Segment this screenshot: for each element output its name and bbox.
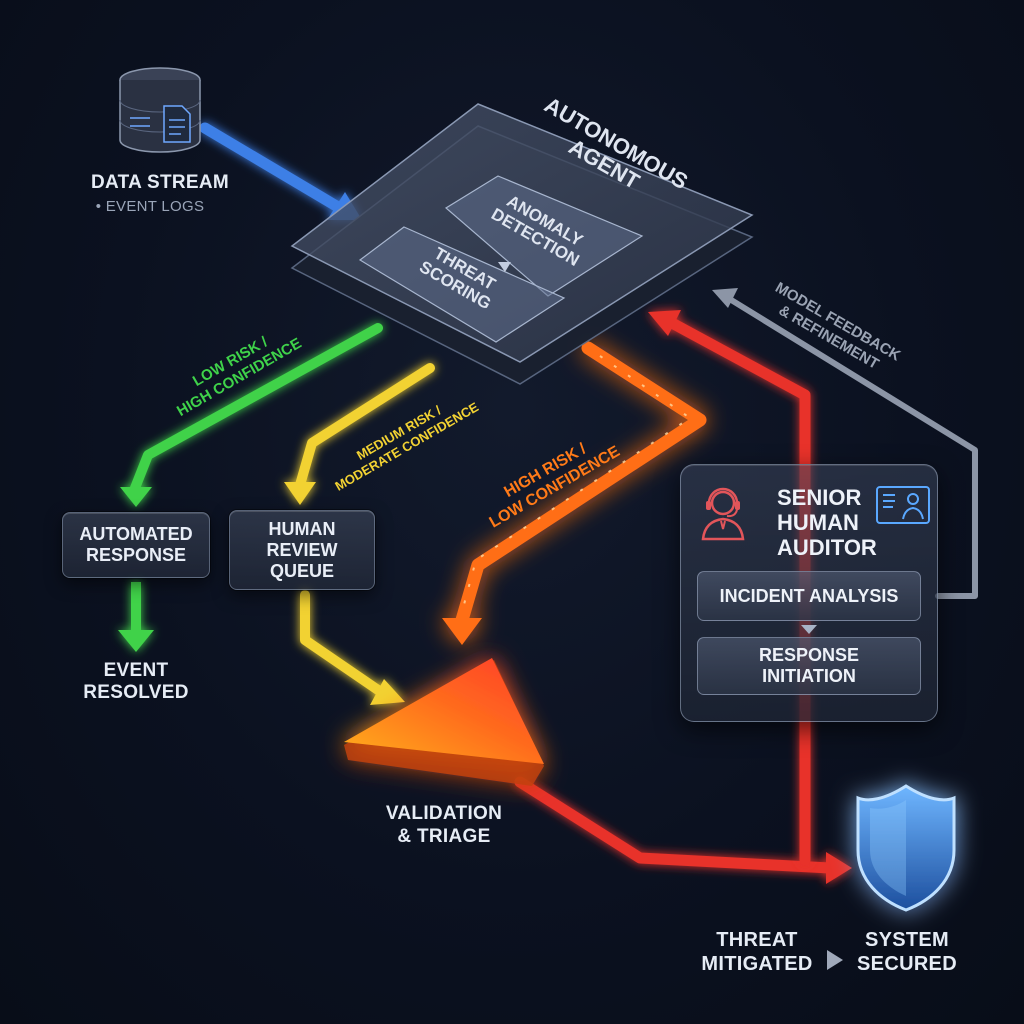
document-icon — [163, 105, 191, 143]
dashboard-icon — [876, 486, 930, 524]
auditor-title: SeniorHumanAuditor — [777, 485, 877, 560]
shield-icon — [856, 784, 956, 912]
triangle-icon — [344, 658, 544, 786]
system-secured-label: SystemSecured — [857, 929, 957, 975]
headset-user-icon — [701, 487, 745, 541]
threat-module — [358, 226, 566, 343]
review-to-triage-arrow — [300, 590, 405, 705]
low-risk-arrow — [120, 323, 383, 507]
database-icon — [119, 67, 201, 153]
feedback-arrow — [712, 288, 978, 599]
human-review-queue-node: HumanReviewQueue — [229, 510, 375, 590]
threat-mitigated-label: ThreatMitigated — [701, 929, 813, 975]
triage-to-shield-arrow — [514, 776, 852, 884]
validation-triage-label: Validation& Triage — [385, 803, 503, 847]
senior-auditor-panel: SeniorHumanAuditor Incident Analysis Res… — [680, 464, 938, 722]
high-risk-dashes — [461, 355, 692, 613]
autonomous-agent-slab — [290, 103, 754, 385]
play-arrow-icon — [827, 950, 843, 970]
data-stream-subtitle: • Event Logs — [95, 198, 205, 215]
play-arrow-icon — [801, 625, 817, 634]
play-arrow-icon — [498, 262, 511, 272]
resolved-arrow — [118, 582, 154, 652]
incident-analysis-step: Incident Analysis — [697, 571, 921, 621]
medium-risk-arrow — [284, 363, 435, 505]
response-initiation-step: ResponseInitiation — [697, 637, 921, 695]
automated-response-node: AutomatedResponse — [62, 512, 210, 578]
data-stream-title: Data Stream — [90, 172, 230, 193]
high-risk-arrow — [442, 341, 707, 645]
event-resolved-label: EventResolved — [83, 660, 189, 703]
